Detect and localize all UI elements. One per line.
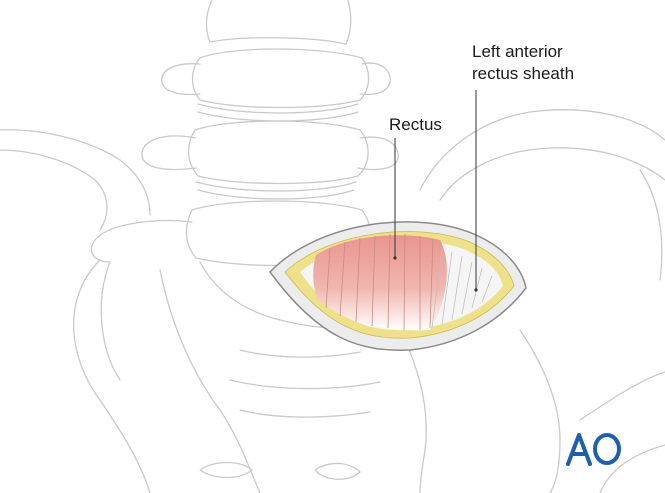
rectus-leader-dot [393, 256, 397, 260]
incision-window [269, 221, 527, 351]
sheath-leader-dot [474, 288, 478, 292]
sheath-label-line1: Left anterior [472, 42, 563, 61]
leader-lines [394, 90, 477, 290]
ao-logo: AO [566, 433, 621, 466]
rectus-label: Rectus [389, 115, 442, 134]
muscle-fibers [325, 233, 434, 331]
sheath-fibers [431, 249, 493, 329]
sheath-label: Left anterior rectus sheath [472, 41, 574, 85]
sheath-label-line2: rectus sheath [472, 64, 575, 83]
rectus-muscle [313, 235, 447, 331]
